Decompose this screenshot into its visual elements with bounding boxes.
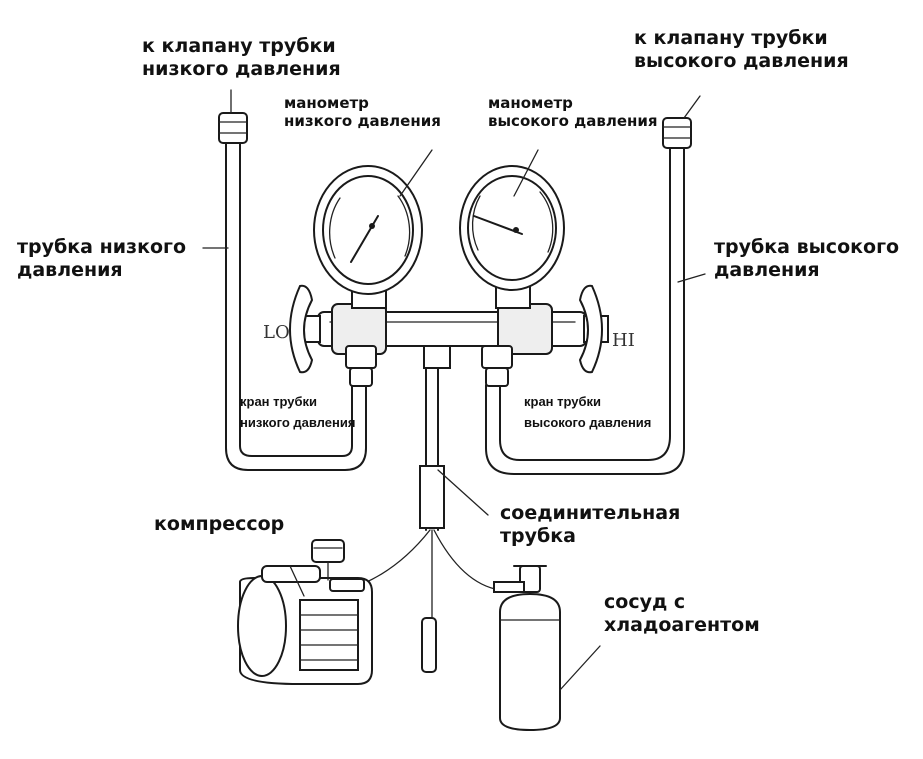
high-tube-label-line1: трубка высокого [714,236,900,258]
compressor-label: компрессор [154,513,284,536]
high-tap-label-line2: высокого давления [524,414,652,430]
manifold-mark-lo: LO [263,322,290,343]
refrigerant-vessel [493,565,561,732]
high-pressure-hose [485,145,685,475]
low-handwheel [289,284,321,374]
connecting-tube-label-line2: трубка [500,524,576,547]
high-gauge-label-line2: высокого давления [488,112,658,130]
low-pressure-hose [225,141,367,471]
low-pressure-gauge [313,165,423,309]
high-gauge-label: манометр высокого давления [488,94,658,130]
high-tap [481,345,513,387]
low-tap-label: кран трубки низкого давления [240,392,355,434]
low-gauge-label-line1: манометр [284,94,369,112]
low-tap-label-line2: низкого давления [240,414,356,430]
high-tap-label-line1: кран трубки [524,394,602,409]
connecting-tube [419,367,445,531]
low-tube-label: трубка низкого давления [17,236,186,282]
vessel-label-line1: сосуд с [604,591,686,613]
high-handwheel [578,284,609,374]
high-tube-label-line2: давления [714,258,820,281]
low-valve-fitting [218,89,248,144]
high-valve-fitting [662,95,701,149]
high-valve-label: к клапану трубки высокого давления [634,27,849,73]
low-tap [345,345,377,387]
high-pressure-gauge [459,165,565,309]
vessel-label: сосуд с хладоагентом [604,591,760,637]
vessel-label-line2: хладоагентом [604,613,760,636]
high-valve-label-line1: к клапану трубки [634,27,828,49]
low-gauge-label-line2: низкого давления [284,112,441,130]
leader-lines [202,149,706,691]
high-tube-label: трубка высокого давления [714,236,899,282]
low-valve-label-line1: к клапану трубки [142,35,336,57]
high-valve-label-line2: высокого давления [634,49,849,72]
connecting-tube-label-line1: соединительная [500,502,681,524]
branch-lines [361,529,501,673]
low-gauge-label: манометр низкого давления [284,94,441,130]
compressor-label-text: компрессор [154,513,285,535]
high-tap-label: кран трубки высокого давления [524,392,651,434]
low-valve-label: к клапану трубки низкого давления [142,35,341,81]
low-tube-label-line2: давления [17,258,123,281]
low-tap-label-line1: кран трубки [240,394,318,409]
connecting-tube-label: соединительная трубка [500,502,680,548]
compressor [237,539,373,685]
manifold-mark-hi: HI [612,330,635,351]
low-tube-label-line1: трубка низкого [17,236,187,258]
low-valve-label-line2: низкого давления [142,57,341,80]
high-gauge-label-line1: манометр [488,94,573,112]
